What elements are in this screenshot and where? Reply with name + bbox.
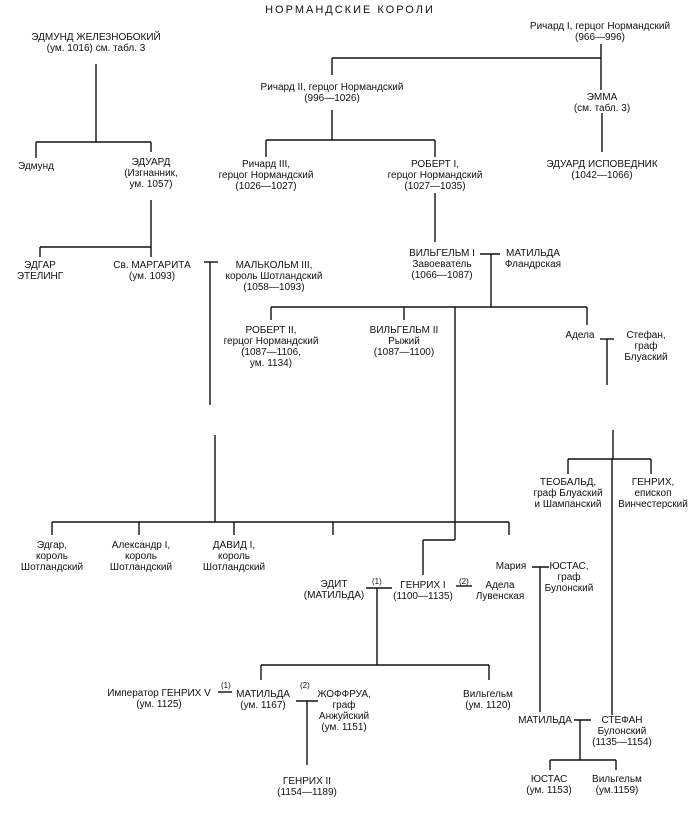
person-stephen-king: СТЕФАН Булонский (1135—1154) <box>592 715 652 748</box>
person-henry-2: ГЕНРИХ II (1154—1189) <box>277 776 337 798</box>
person-emperor-henry-5: Император ГЕНРИХ V (ум. 1125) <box>107 688 211 710</box>
marriage-marker-1: (1) <box>372 577 382 586</box>
person-edmund-ironside: ЭДМУНД ЖЕЛЕЗНОБОКИЙ (ум. 1016) см. табл.… <box>31 32 161 54</box>
person-edward-exile: ЭДУАРД (Изгнанник, ум. 1057) <box>124 157 178 190</box>
person-matilda-boulogne: МАТИЛЬДА <box>518 715 572 726</box>
person-stephen-blois: Стефан, граф Блуаский <box>624 330 668 363</box>
person-robert-2: РОБЕРТ II, герцог Нормандский (1087—1106… <box>223 325 319 369</box>
marriage-marker-2: (2) <box>459 577 469 586</box>
person-edward-confessor: ЭДУАРД ИСПОВЕДНИК (1042—1066) <box>546 159 658 181</box>
person-alexander-1: Александр I, король Шотландский <box>109 540 173 573</box>
person-william-1: ВИЛЬГЕЛЬМ I Завоеватель (1066—1087) <box>409 248 475 281</box>
person-geoffrey: ЖОФФРУА, граф Анжуйский (ум. 1151) <box>317 689 371 733</box>
marriage-marker-3: (1) <box>221 681 231 690</box>
person-matilda-flanders: МАТИЛЬДА Фландрская <box>504 248 562 270</box>
marriage-marker-4: (2) <box>300 681 310 690</box>
person-eustace-count: ЮСТАС, граф Булонский <box>544 561 594 594</box>
person-malcolm-3: МАЛЬКОЛЬМ III, король Шотландский (1058—… <box>225 260 323 293</box>
person-richard-3: Ричард III, герцог Нормандский (1026—102… <box>218 159 314 192</box>
person-maria: Мария <box>495 561 527 572</box>
person-richard-2: Ричард II, герцог Нормандский (996—1026) <box>260 82 404 104</box>
person-william-2: ВИЛЬГЕЛЬМ II Рыжий (1087—1100) <box>369 325 439 358</box>
person-matilda-empress: МАТИЛЬДА (ум. 1167) <box>236 689 290 711</box>
person-robert-1: РОБЕРТ I, герцог Нормандский (1027—1035) <box>387 159 483 192</box>
person-edgar-king: Эдгар, король Шотландский <box>20 540 84 573</box>
person-william-son: Вильгельм (ум. 1120) <box>463 689 513 711</box>
person-henry-1: ГЕНРИХ I (1100—1135) <box>393 580 453 602</box>
person-adela: Адела <box>565 330 595 341</box>
person-edgar-etheling: ЭДГАР ЭТЕЛИНГ <box>16 260 64 282</box>
page-title: НОРМАНДСКИЕ КОРОЛИ <box>265 4 435 16</box>
person-eustace-son: ЮСТАС (ум. 1153) <box>526 774 572 796</box>
person-william-son-2: Вильгельм (ум.1159) <box>592 774 642 796</box>
person-richard-1: Ричард I, герцог Нормандский (966—996) <box>529 21 671 43</box>
person-margaret: Св. МАРГАРИТА (ум. 1093) <box>113 260 191 282</box>
person-theobald: ТЕОБАЛЬД, граф Блуаский и Шампанский <box>533 477 603 510</box>
person-edmund: Эдмунд <box>17 161 55 172</box>
person-david-1: ДАВИД I, король Шотландский <box>202 540 266 573</box>
person-emma: ЭММА (см. табл. 3) <box>573 92 631 114</box>
person-henry-bishop: ГЕНРИХ, епископ Винчестерский <box>618 477 688 510</box>
person-edith: ЭДИТ (МАТИЛЬДА) <box>303 579 365 601</box>
person-adela-louvain: Адела Лувенская <box>475 580 525 602</box>
